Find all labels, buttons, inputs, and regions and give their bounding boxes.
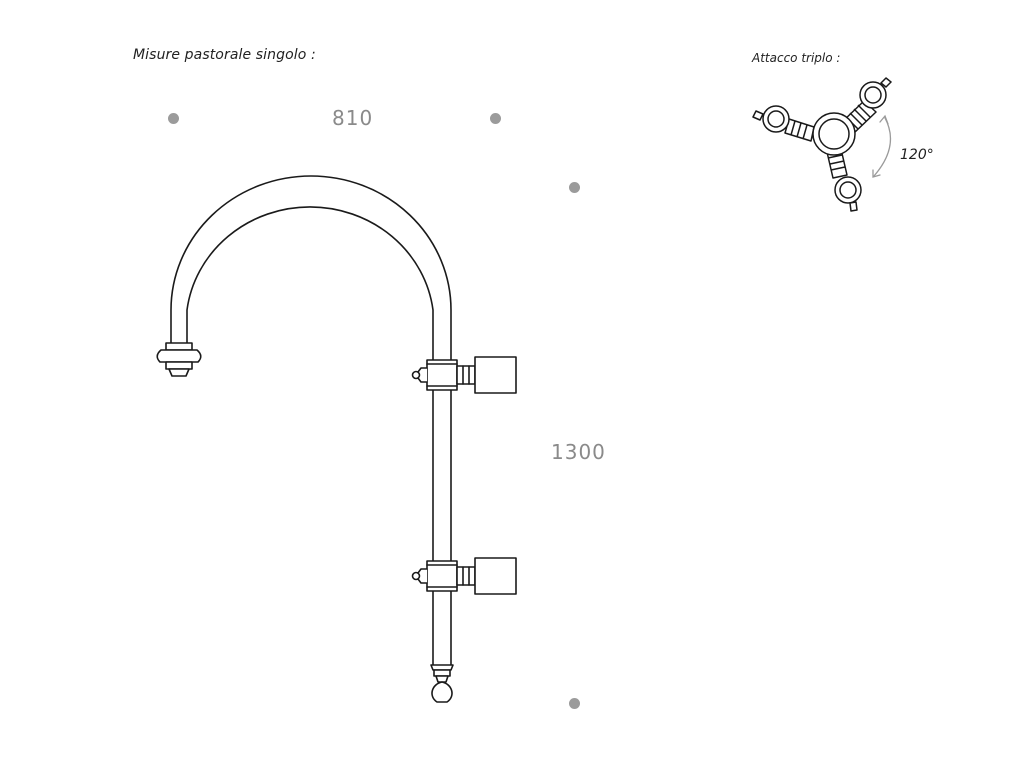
angle-arrow [872,114,892,178]
angle-label: 120° [900,147,934,163]
hub-inner [818,118,850,150]
lower-bracket [411,557,517,595]
drawing-title: Misure pastorale singolo : [133,47,316,63]
arm-left [752,105,815,142]
marker-top-left [168,113,179,124]
gooseneck-outer [170,175,452,666]
triple-mount-inset [752,77,892,212]
marker-height-bottom [569,698,580,709]
marker-height-top [569,182,580,193]
height-dimension: 1300 [551,440,606,464]
width-dimension: 810 [332,106,374,130]
hook-finial [156,342,202,377]
gooseneck-inner [186,206,434,666]
arm-bottom [826,148,862,212]
post-finial [430,664,454,703]
upper-bracket [411,356,517,394]
inset-title: Attacco triplo : [752,51,841,65]
marker-top-right [490,113,501,124]
